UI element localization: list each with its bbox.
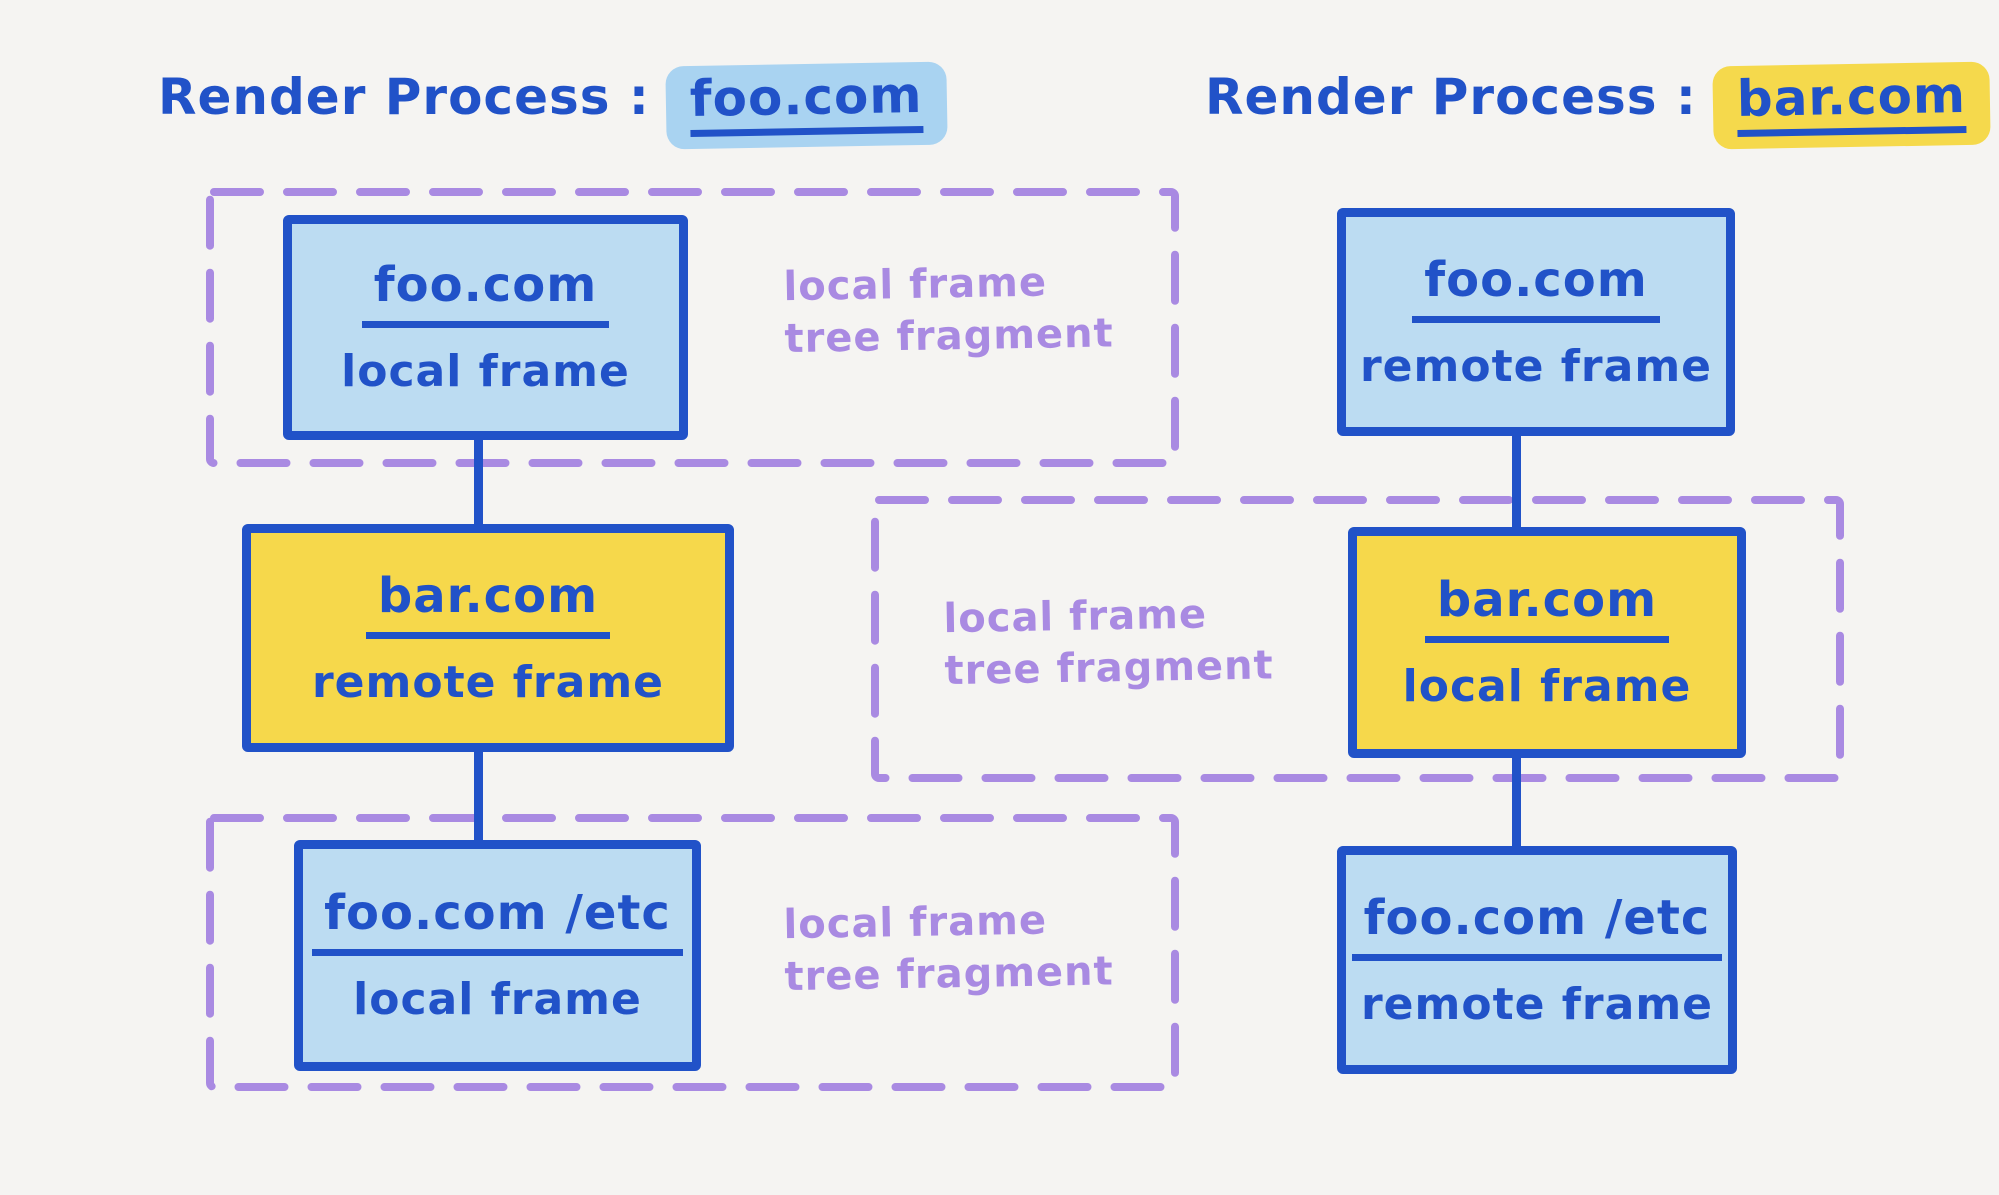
connector-line [474, 430, 483, 532]
frame-node-type: local frame [353, 974, 642, 1025]
fragment-label: local frame tree fragment [783, 897, 1115, 1001]
frame-node-type: remote frame [311, 656, 665, 708]
render-process-title-bar: Render Process : bar.com [1205, 61, 1991, 150]
title-domain-highlight-foo: foo.com [665, 61, 948, 150]
local-frame-tree-fragment-box [206, 188, 1179, 467]
local-frame-tree-fragment-box [871, 496, 1844, 782]
frame-node-domain: foo.com /etc [312, 889, 683, 956]
frame-node-domain: bar.com [1424, 576, 1670, 643]
connector-line [1512, 750, 1521, 854]
local-frame-tree-fragment-box [206, 814, 1179, 1091]
frame-node-fooetc-remote: foo.com /etc remote frame [1337, 846, 1737, 1074]
frame-node-type: remote frame [1360, 978, 1714, 1030]
connector-line [474, 744, 483, 848]
title-prefix: Render Process : [1205, 68, 1697, 126]
frame-node-type: local frame [1402, 661, 1692, 712]
frame-node-domain: foo.com /etc [1351, 894, 1723, 961]
frame-node-domain: foo.com [361, 261, 610, 328]
title-domain-foo: foo.com [689, 66, 923, 138]
frame-node-domain: foo.com [1412, 256, 1660, 323]
frame-node-bar-local: bar.com local frame [1348, 527, 1746, 758]
title-domain-bar: bar.com [1736, 66, 1967, 137]
connector-line [1512, 428, 1521, 535]
fragment-label: local frame tree fragment [943, 591, 1275, 695]
frame-node-domain: bar.com [365, 572, 611, 639]
title-prefix: Render Process : [158, 68, 650, 126]
frame-node-foo-local: foo.com local frame [283, 215, 688, 440]
render-process-title-foo: Render Process : foo.com [158, 61, 948, 150]
frame-node-fooetc-local: foo.com /etc local frame [294, 840, 701, 1071]
fragment-label: local frame tree fragment [783, 259, 1115, 363]
frame-node-foo-remote: foo.com remote frame [1337, 208, 1735, 436]
frame-node-type: remote frame [1359, 340, 1713, 392]
title-domain-highlight-bar: bar.com [1712, 61, 1991, 150]
frame-node-type: local frame [341, 346, 630, 397]
frame-node-bar-remote: bar.com remote frame [242, 524, 734, 752]
